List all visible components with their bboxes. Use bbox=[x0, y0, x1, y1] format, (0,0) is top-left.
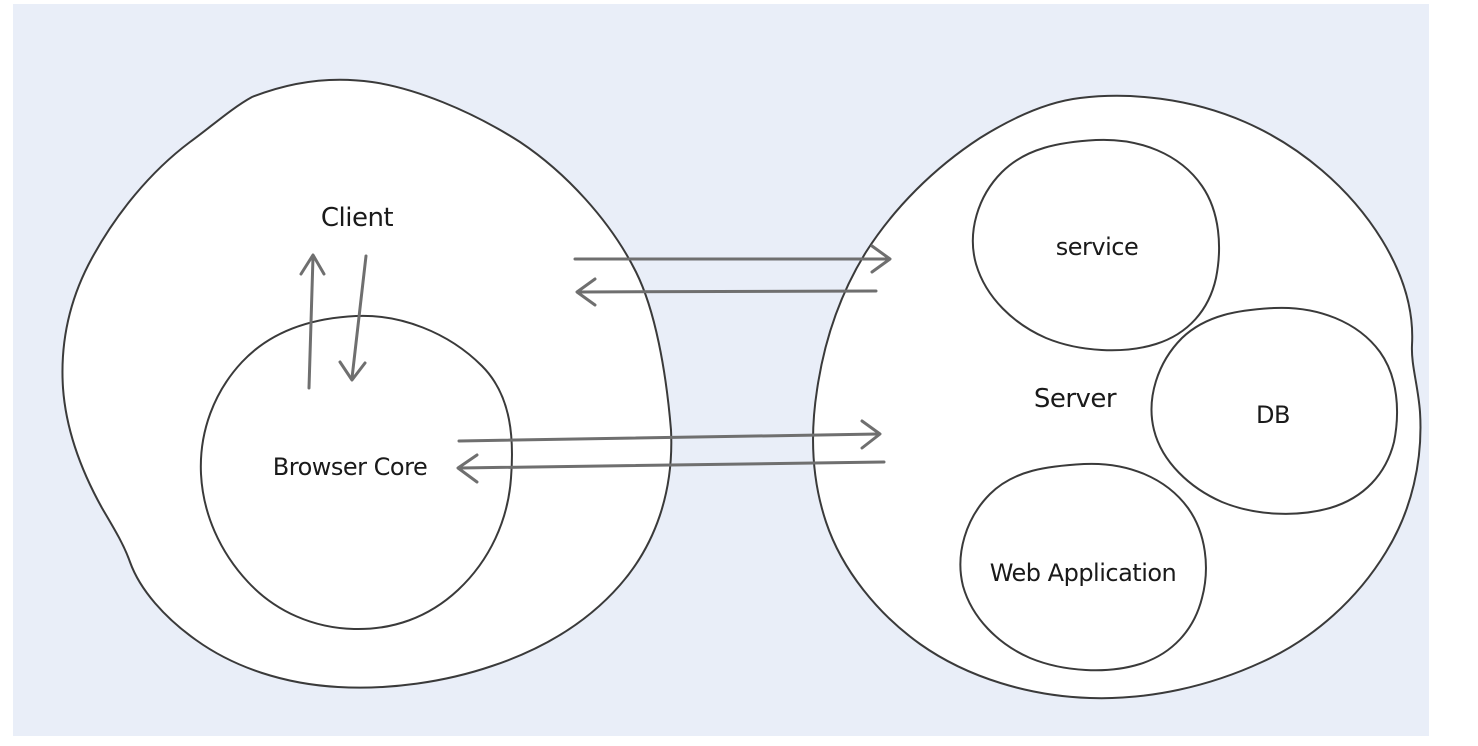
arrow-server-to-client-left bbox=[575, 277, 878, 307]
db-circle bbox=[1150, 306, 1399, 515]
arrow-client-to-server-right bbox=[573, 244, 892, 274]
server-label: Server bbox=[1034, 384, 1117, 414]
service-circle bbox=[971, 138, 1221, 352]
web-application-label: Web Application bbox=[990, 559, 1177, 587]
browser-core-label: Browser Core bbox=[273, 453, 427, 481]
service-label: service bbox=[1056, 233, 1138, 261]
arrow-client-to-browser-core-down bbox=[338, 254, 368, 382]
client-label: Client bbox=[321, 203, 394, 233]
web-application-circle bbox=[959, 462, 1207, 672]
db-label: DB bbox=[1256, 401, 1290, 429]
arrow-server-to-browser-core-left bbox=[456, 453, 886, 484]
browser-core-circle bbox=[199, 314, 513, 631]
arrow-browser-core-to-server-right bbox=[457, 419, 882, 450]
arrow-browser-core-to-client-up bbox=[299, 253, 326, 390]
